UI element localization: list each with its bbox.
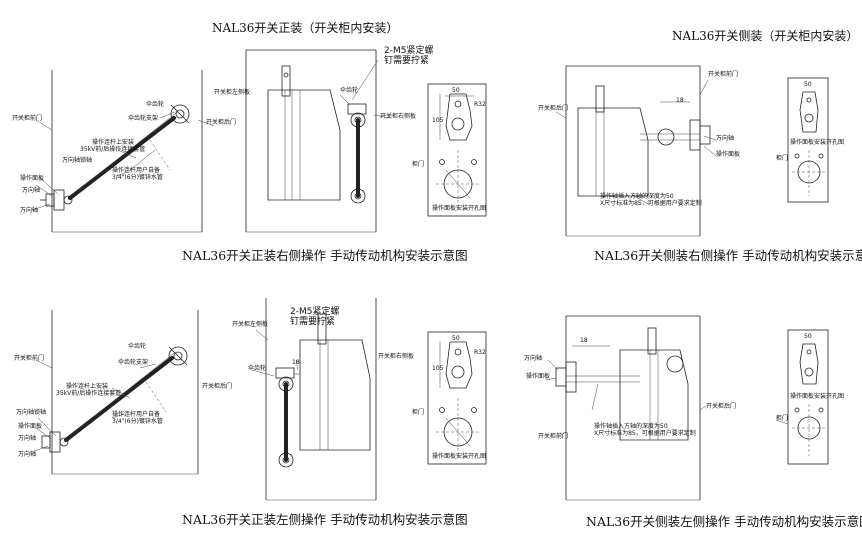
d3-handle-note: 操作连杆用户自备 <box>112 411 161 418</box>
d1-bevel-gear-label: 伞齿轮 <box>146 101 165 108</box>
d3-bevel-gear-label: 伞齿轮 <box>128 343 147 350</box>
d1-rod-note: 操作连杆上安装 <box>92 139 135 146</box>
d1-ujoint-label: 万向轴 <box>22 187 41 194</box>
d2-dim-18: 18 <box>676 97 684 104</box>
d1-left-side-plate-label: 开关柜左侧板 <box>214 89 251 96</box>
d2-operating-panel-label: 操作面板 <box>716 151 741 158</box>
d4-ujoint-label: 万向轴 <box>524 355 543 362</box>
d4-front-door-label: 开关柜前门 <box>538 433 569 440</box>
d3-panel-hole-label: 操作面板安装开孔图 <box>432 453 487 460</box>
diagram-1-drawing <box>31 70 215 233</box>
diagram-1-switch-detail <box>245 49 391 233</box>
d3-rod-note2: 35kV前/后操作连接套管 <box>56 390 122 397</box>
diagram-4-drawing <box>545 315 707 501</box>
d1-ujoint-b-label: 万向轴 <box>20 207 39 214</box>
d1-handle-note: 操作连杆用户自备 <box>112 167 161 174</box>
d3-handle-note2: 3/4"(6分)镀锌水管 <box>112 418 163 425</box>
d1-ujoint-bracket-label: 万向轴锁轴 <box>62 157 93 164</box>
d2-cabinet-door-label: 柜门 <box>776 155 789 162</box>
d1-operating-panel-label: 操作面板 <box>20 175 45 182</box>
d4-panel-label: 操作面板安装开孔图 <box>790 393 845 400</box>
heading-side-mount: NAL36开关侧装（开关柜内安装） <box>672 29 859 43</box>
d3-dim-18: 18 <box>292 359 300 366</box>
d3-dim-r: R32 <box>474 349 486 356</box>
d4-shaft-note: 操作轴插入方轴的深度为50 <box>594 423 668 430</box>
d4-shaft-note2: X尺寸标准为85，可根据用户要求定制 <box>594 430 696 437</box>
d3-bevel-gear-bracket-label: 伞齿轮支架 <box>118 359 149 366</box>
d4-operating-panel-label: 操作面板 <box>526 373 551 380</box>
d3-ujoint-b-label: 万向轴 <box>18 451 37 458</box>
d4-dim-18: 18 <box>580 337 588 344</box>
diagram-3-switch-detail <box>251 298 377 501</box>
d1-front-door-label: 开关柜前门 <box>12 115 43 122</box>
d3-back-door-label: 开关柜后门 <box>202 383 233 390</box>
d3-front-door-label: 开关柜前门 <box>14 355 45 362</box>
d3-rod-note: 操作连杆上安装 <box>66 383 109 390</box>
d1-rod-note2: 35kV前/后操作连接套管 <box>80 146 146 153</box>
d3-dim-50: 50 <box>452 335 460 342</box>
d2-front-door-label: 开关柜前门 <box>708 71 739 78</box>
d1-back-door-label: 开关柜后门 <box>206 119 237 126</box>
d1-dim-r: R32 <box>474 101 486 108</box>
d3-left-side-plate-label: 开关柜左侧板 <box>232 321 269 328</box>
d1-cabinet-door-label: 柜门 <box>412 161 425 168</box>
diagram-2-panel-cutout <box>787 77 829 203</box>
d2-shaft-note2: X尺寸标准为85，可根据用户要求定制 <box>600 200 702 207</box>
d3-detail-bevel-gear-label: 伞齿轮 <box>248 365 267 372</box>
caption-diagram-3: NAL36开关正装左侧操作 手动传动机构安装示意图 <box>182 512 468 527</box>
d1-right-side-plate-label: 开关柜右侧板 <box>380 113 417 120</box>
d1-detail-bevel-gear-label: 伞齿轮 <box>340 87 359 94</box>
d3-operating-panel-label: 操作面板 <box>18 423 43 430</box>
caption-diagram-4: NAL36开关侧装左侧操作 手动传动机构安装示意图 <box>586 514 862 529</box>
d3-ujoint-label: 万向轴 <box>18 435 37 442</box>
d4-cabinet-door-label: 柜门 <box>776 415 789 422</box>
d2-shaft-note: 操作轴插入方轴的深度为50 <box>600 193 674 200</box>
d3-right-side-plate-label: 开关柜右侧板 <box>378 353 415 360</box>
diagram-3-panel-cutout <box>427 331 487 465</box>
diagram-1-panel-cutout <box>427 83 487 217</box>
d2-back-door-label: 开关柜后门 <box>538 105 569 112</box>
caption-diagram-1: NAL36开关正装右侧操作 手动传动机构安装示意图 <box>182 248 468 263</box>
diagram-4-panel-cutout <box>775 329 829 465</box>
d3-ujoint-bracket-label: 万向轴锁轴 <box>16 409 47 416</box>
d2-panel-label: 操作面板安装开孔图 <box>790 139 845 146</box>
diagram-2-drawing <box>555 65 717 237</box>
screw-note-bottom: 2-M5紧定螺 钉需要拧紧 <box>290 307 340 328</box>
d3-dim-105: 105 <box>432 365 444 372</box>
diagram-3-drawing <box>31 310 199 475</box>
d1-panel-hole-label: 操作面板安装开孔图 <box>432 205 487 212</box>
d1-handle-note2: 3/4"(6分)镀锌水管 <box>112 174 163 181</box>
d3-cabinet-door-label: 柜门 <box>412 409 425 416</box>
d1-bevel-gear-bracket-label: 伞齿轮支架 <box>128 115 159 122</box>
d1-dim-50: 50 <box>452 87 460 94</box>
d2-ujoint-label: 万向轴 <box>716 135 735 142</box>
screw-note-top: 2-M5紧定螺 钉需要拧紧 <box>384 46 434 67</box>
d2-dim-50: 50 <box>804 81 812 88</box>
d1-dim-105: 105 <box>432 117 444 124</box>
d4-back-door-label: 开关柜后门 <box>706 403 737 410</box>
d4-dim-50: 50 <box>804 333 812 340</box>
caption-diagram-2: NAL36开关侧装右侧操作 手动传动机构安装示意图 <box>594 248 862 263</box>
heading-front-mount: NAL36开关正装（开关柜内安装） <box>212 21 399 35</box>
